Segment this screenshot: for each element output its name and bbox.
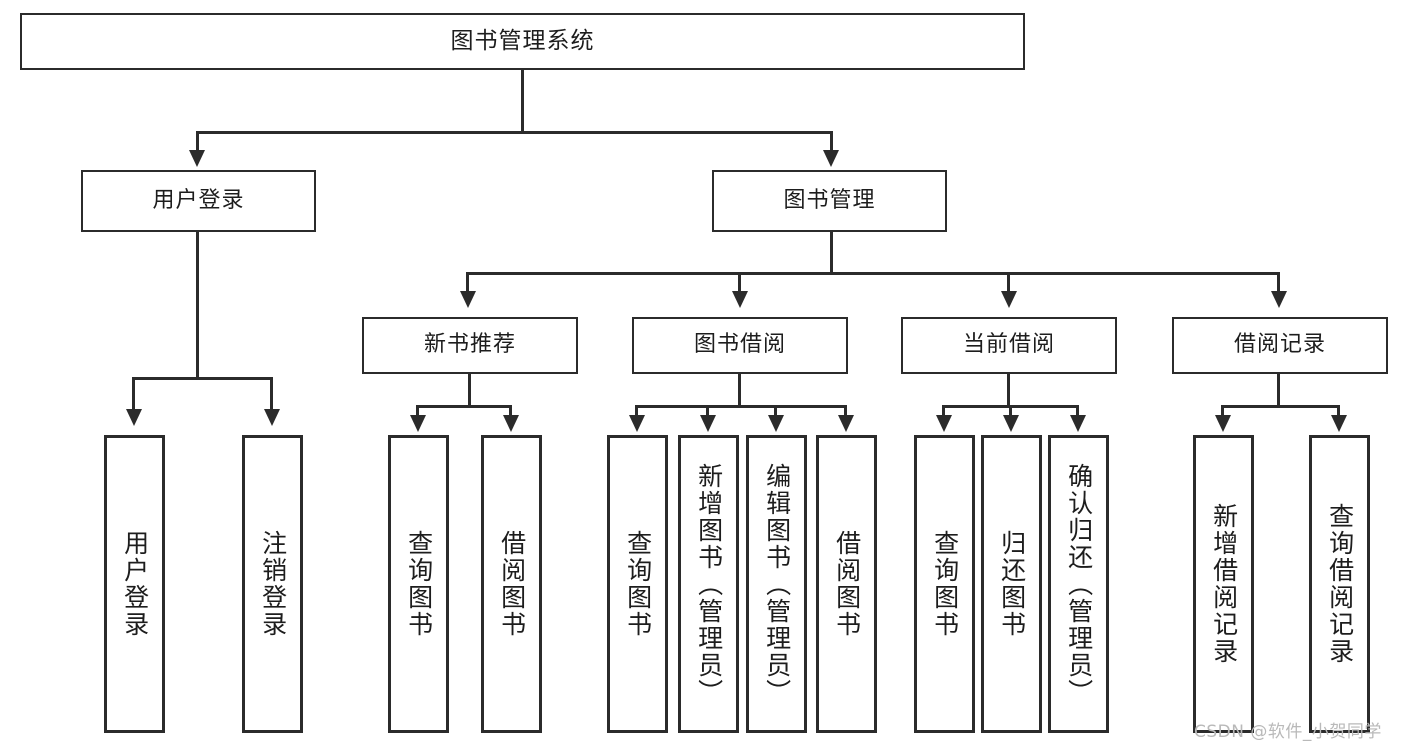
leaf-user-login[interactable]: 用户登录: [104, 435, 165, 733]
connector-new-book-l2: [509, 405, 512, 417]
connector-book-management-stem: [830, 232, 833, 274]
arrowhead-edit-book: [768, 415, 784, 432]
node-label: 查询图书: [930, 530, 960, 638]
connector-book-borrow-bus: [635, 405, 847, 408]
arrowhead-add-book: [700, 415, 716, 432]
connector-cb-l3: [1076, 405, 1079, 417]
connector-new-book-stem: [468, 374, 471, 408]
connector-user-login-bus: [132, 377, 270, 380]
connector-book-management-bus: [466, 272, 1280, 275]
arrowhead-user-login: [189, 150, 205, 167]
leaf-query-book-1[interactable]: 查询图书: [388, 435, 449, 733]
connector-current-borrow-stem: [1007, 374, 1010, 408]
connector-bm-to-new-book: [466, 272, 469, 294]
leaf-query-book-3[interactable]: 查询图书: [914, 435, 975, 733]
connector-borrow-record-stem: [1277, 374, 1280, 408]
connector-root-to-user-login: [196, 131, 199, 153]
node-root-system[interactable]: 图书管理系统: [20, 13, 1025, 70]
node-label: 新增借阅记录: [1209, 503, 1239, 665]
leaf-borrow-book-1[interactable]: 借阅图书: [481, 435, 542, 733]
arrowhead-query-book-2: [629, 415, 645, 432]
node-label: 查询借阅记录: [1325, 503, 1355, 665]
connector-new-book-bus: [416, 405, 512, 408]
arrowhead-leaf-user-logout: [264, 409, 280, 426]
connector-new-book-l1: [416, 405, 419, 417]
connector-bb-l2: [706, 405, 709, 417]
connector-user-login-stem: [196, 232, 199, 380]
arrowhead-leaf-user-login: [126, 409, 142, 426]
arrowhead-query-record: [1331, 415, 1347, 432]
node-label: 注销登录: [258, 530, 288, 638]
arrowhead-borrow-book-1: [503, 415, 519, 432]
arrowhead-book-borrow: [732, 291, 748, 308]
connector-borrow-record-bus: [1221, 405, 1340, 408]
connector-br-l2: [1337, 405, 1340, 417]
connector-bm-to-book-borrow: [738, 272, 741, 294]
arrowhead-query-book-1: [410, 415, 426, 432]
connector-bm-to-borrow-record: [1277, 272, 1280, 294]
leaf-add-book[interactable]: 新增图书（管理员）: [678, 435, 739, 733]
connector-cb-l1: [942, 405, 945, 417]
leaf-edit-book[interactable]: 编辑图书（管理员）: [746, 435, 807, 733]
connector-bb-l4: [844, 405, 847, 417]
arrowhead-borrow-record: [1271, 291, 1287, 308]
node-new-book-recommend[interactable]: 新书推荐: [362, 317, 578, 374]
node-label: 归还图书: [997, 530, 1027, 638]
connector-root-stem: [521, 70, 524, 133]
arrowhead-current-borrow: [1001, 291, 1017, 308]
node-user-login[interactable]: 用户登录: [81, 170, 316, 232]
leaf-query-record[interactable]: 查询借阅记录: [1309, 435, 1370, 733]
arrowhead-borrow-book-2: [838, 415, 854, 432]
leaf-add-record[interactable]: 新增借阅记录: [1193, 435, 1254, 733]
node-book-management[interactable]: 图书管理: [712, 170, 947, 232]
arrowhead-query-book-3: [936, 415, 952, 432]
node-label: 新增图书（管理员）: [694, 462, 724, 706]
connector-bb-l1: [635, 405, 638, 417]
connector-book-borrow-stem: [738, 374, 741, 408]
node-label: 新书推荐: [423, 332, 516, 358]
node-label: 用户登录: [152, 187, 245, 213]
connector-user-login-right: [270, 377, 273, 411]
leaf-confirm-return[interactable]: 确认归还（管理员）: [1048, 435, 1109, 733]
node-label: 图书管理: [783, 187, 876, 213]
leaf-borrow-book-2[interactable]: 借阅图书: [816, 435, 877, 733]
leaf-query-book-2[interactable]: 查询图书: [607, 435, 668, 733]
connector-root-bus: [196, 131, 833, 134]
node-label: 图书管理系统: [450, 28, 595, 55]
leaf-user-logout[interactable]: 注销登录: [242, 435, 303, 733]
arrowhead-new-book-recommend: [460, 291, 476, 308]
arrowhead-confirm-return: [1070, 415, 1086, 432]
node-label: 借阅图书: [497, 530, 527, 638]
connector-cb-l2: [1009, 405, 1012, 417]
node-book-borrow[interactable]: 图书借阅: [632, 317, 848, 374]
arrowhead-book-management: [823, 150, 839, 167]
node-label: 借阅图书: [832, 530, 862, 638]
connector-bb-l3: [774, 405, 777, 417]
connector-bm-to-current-borrow: [1007, 272, 1010, 294]
node-label: 编辑图书（管理员）: [762, 462, 792, 706]
arrowhead-add-record: [1215, 415, 1231, 432]
arrowhead-return-book: [1003, 415, 1019, 432]
node-label: 用户登录: [120, 530, 150, 638]
connector-root-to-book-management: [830, 131, 833, 153]
node-label: 查询图书: [623, 530, 653, 638]
node-label: 确认归还（管理员）: [1064, 462, 1094, 706]
node-borrow-record[interactable]: 借阅记录: [1172, 317, 1388, 374]
node-label: 查询图书: [404, 530, 434, 638]
connector-br-l1: [1221, 405, 1224, 417]
node-label: 当前借阅: [962, 332, 1055, 358]
leaf-return-book[interactable]: 归还图书: [981, 435, 1042, 733]
node-current-borrow[interactable]: 当前借阅: [901, 317, 1117, 374]
connector-user-login-left: [132, 377, 135, 411]
node-label: 图书借阅: [693, 332, 786, 358]
node-label: 借阅记录: [1233, 332, 1326, 358]
